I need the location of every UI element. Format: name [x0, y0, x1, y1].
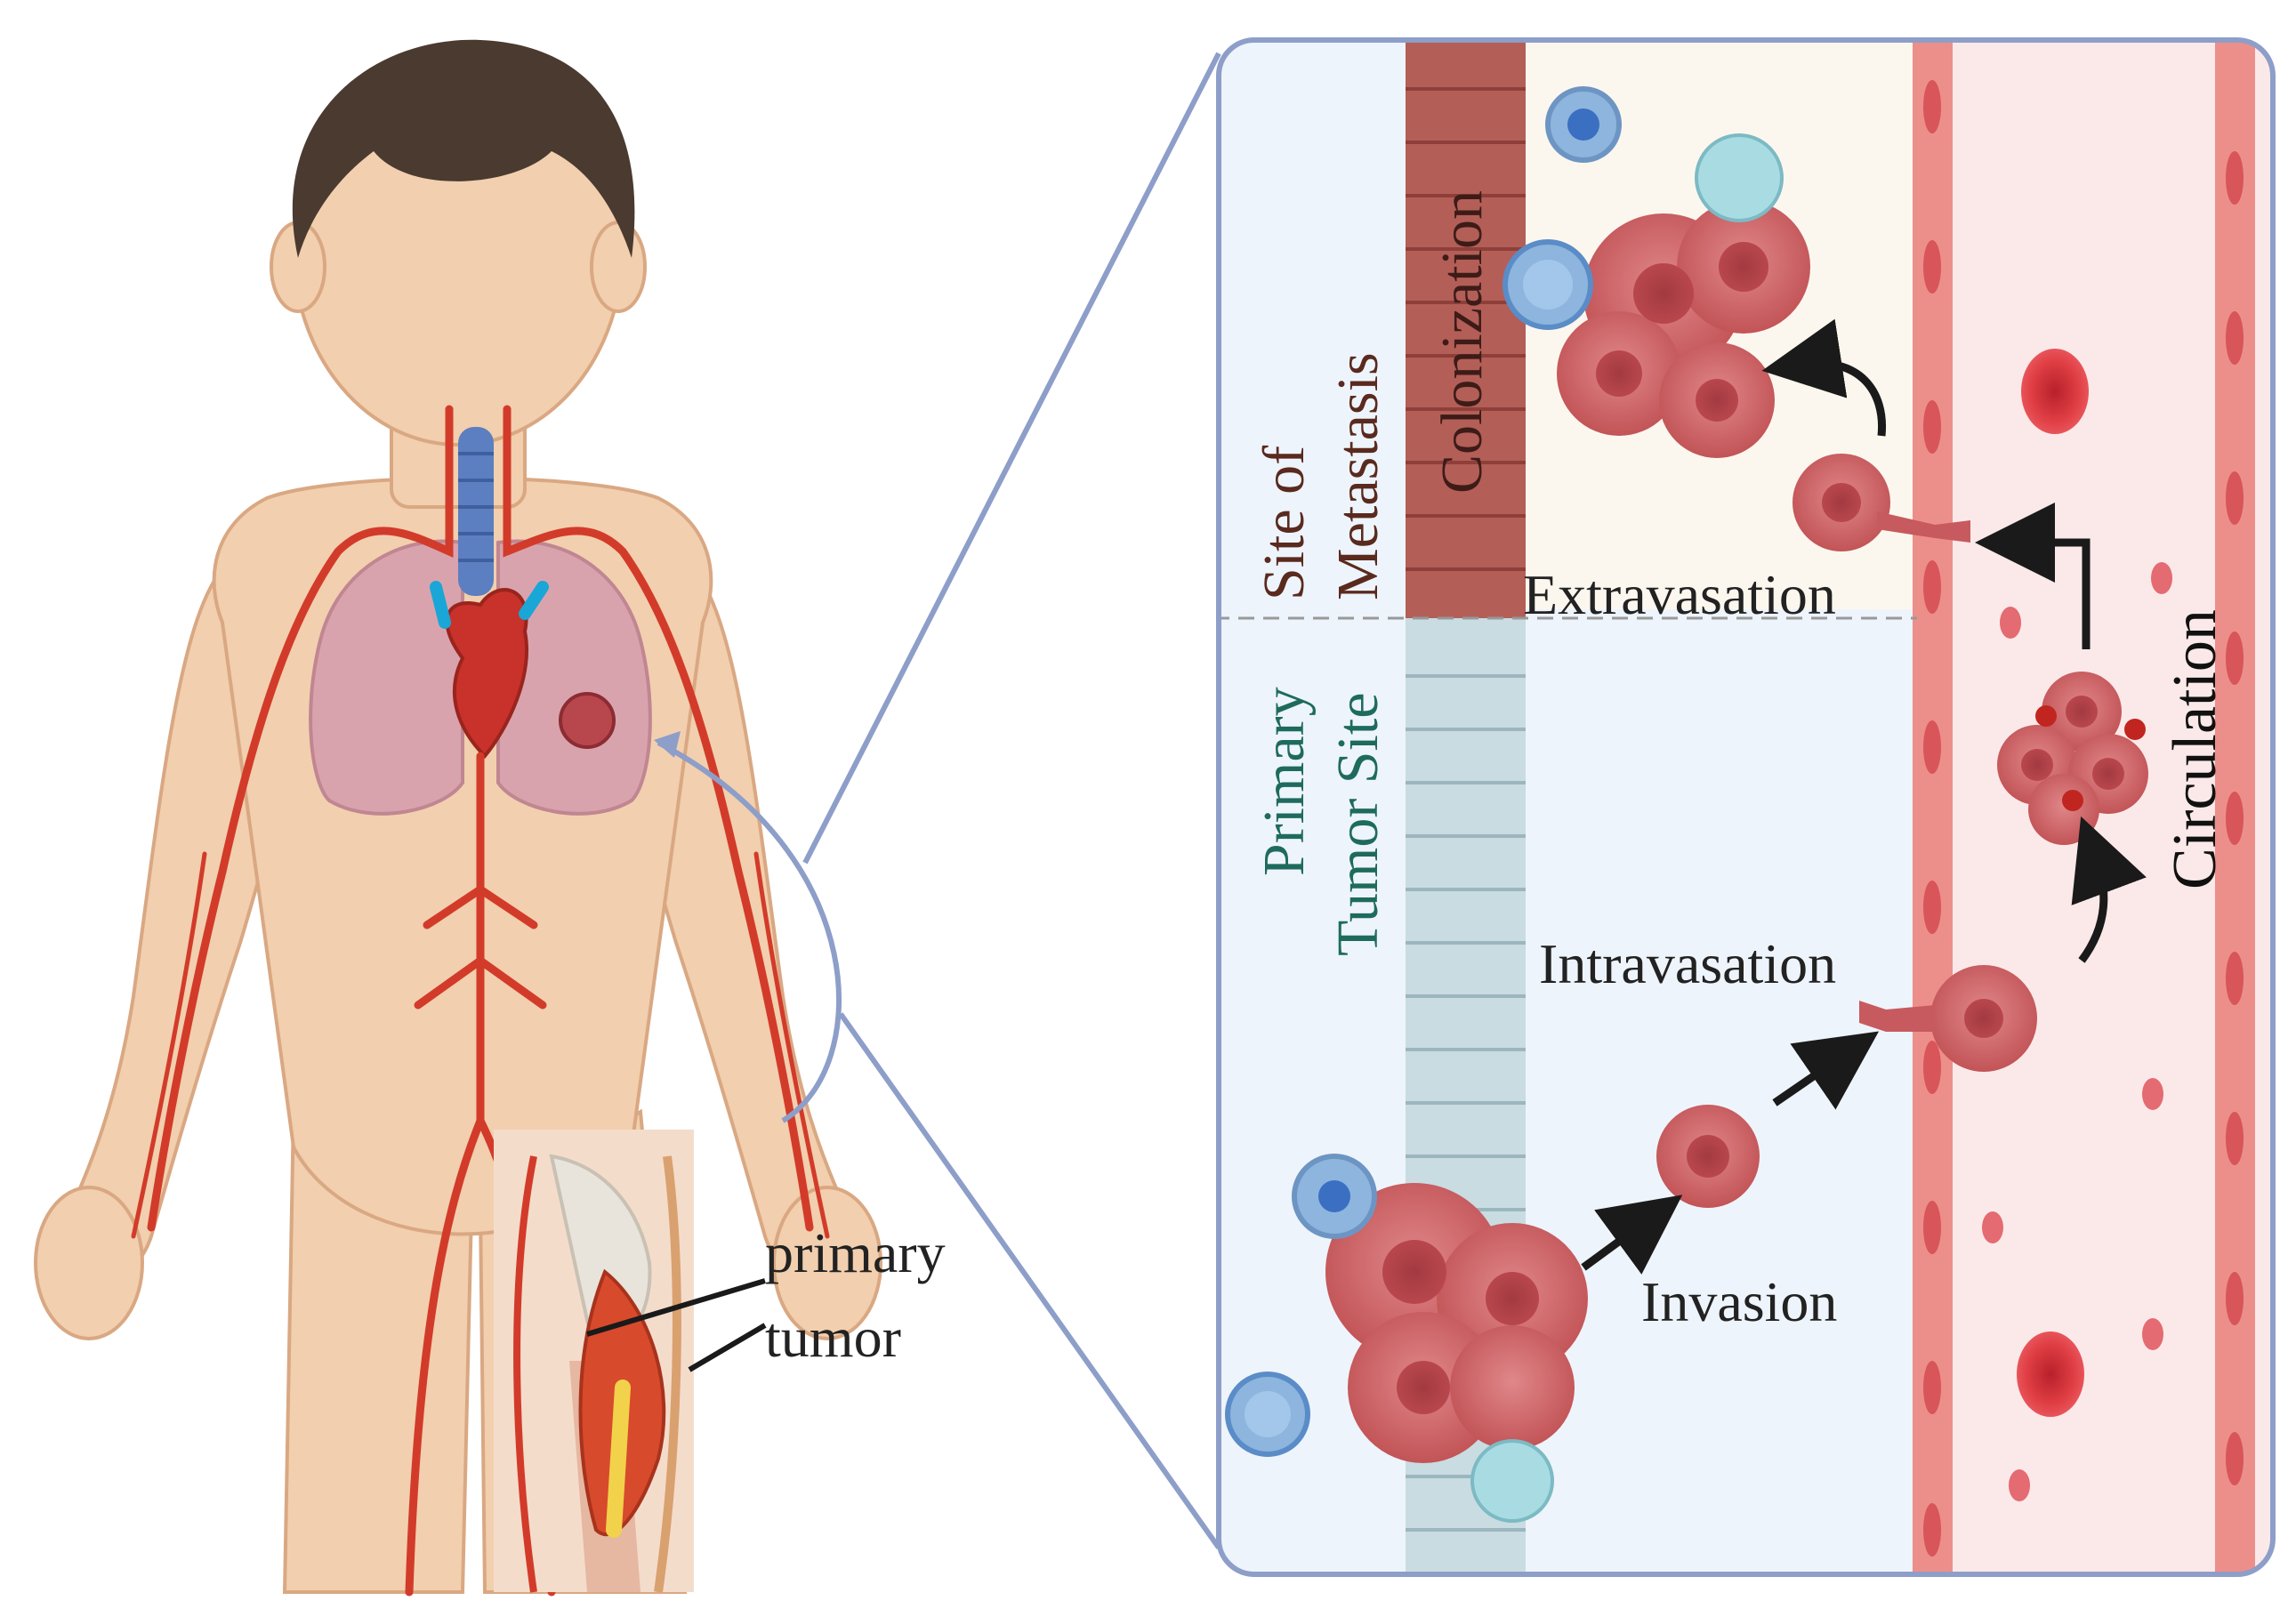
zoom-panel	[1216, 37, 2276, 1577]
intravasation-label: Intravasation	[1539, 932, 1836, 995]
circulation-up-arrow	[1975, 503, 2091, 649]
return-arrow-head	[654, 731, 681, 758]
colonization-tumor-cluster	[1557, 200, 1810, 458]
primary-label: Primary	[1252, 687, 1317, 876]
site-of-label: Site of	[1252, 446, 1317, 600]
primary-tumor-cluster	[1325, 1183, 1588, 1463]
primary-tumor-leader-2	[688, 1323, 767, 1372]
extravasation-to-colonization-arrow	[1761, 318, 1887, 437]
arterial-system	[131, 405, 830, 1597]
right-hand	[772, 1186, 882, 1340]
primary-tumor-leader-1	[586, 1278, 766, 1337]
primary-tumor-label-line1: primary	[765, 1221, 946, 1284]
lung-metastasis-tumor	[559, 692, 616, 749]
hair	[292, 39, 635, 258]
primary-tumor-label-line2: tumor	[765, 1306, 901, 1369]
intravasation-to-circulation-arrow	[2071, 816, 2147, 963]
left-hand	[34, 1186, 144, 1340]
figure-labels: primary tumor Colonization Site of Metas…	[765, 190, 2229, 1369]
left-lung	[309, 539, 464, 816]
immune-cell-cyan	[1695, 133, 1784, 222]
child-body-illustration	[34, 39, 882, 1597]
right-ear	[590, 221, 647, 313]
tumor-site-label: Tumor Site	[1325, 693, 1390, 956]
heart-icon	[445, 588, 528, 759]
invasion-to-intravasation-arrow	[1772, 1031, 1880, 1110]
invading-tumor-cell	[1656, 1105, 1760, 1208]
colonization-label: Colonization	[1430, 190, 1494, 494]
vessel-wall-left	[1913, 40, 1953, 1574]
invasion-arrow	[1581, 1195, 1683, 1275]
intravasating-tumor-cell	[1859, 965, 2037, 1072]
extravasating-tumor-cell	[1792, 454, 1970, 551]
extravasation-label: Extravasation	[1523, 563, 1836, 626]
vessel-wall-right	[2215, 40, 2255, 1574]
invasion-label: Invasion	[1641, 1270, 1837, 1333]
trachea	[458, 427, 494, 596]
zoom-connectors	[657, 52, 1221, 1549]
red-blood-cells	[1982, 349, 2172, 1501]
circulation-label: Circulation	[2161, 609, 2229, 889]
process-arrows	[1581, 318, 2147, 1275]
epithelium-metastasis	[1406, 40, 1526, 618]
immune-cell-cyan-2	[1470, 1439, 1554, 1523]
metastasis-label: Metastasis	[1325, 352, 1390, 600]
right-lung	[496, 539, 652, 816]
